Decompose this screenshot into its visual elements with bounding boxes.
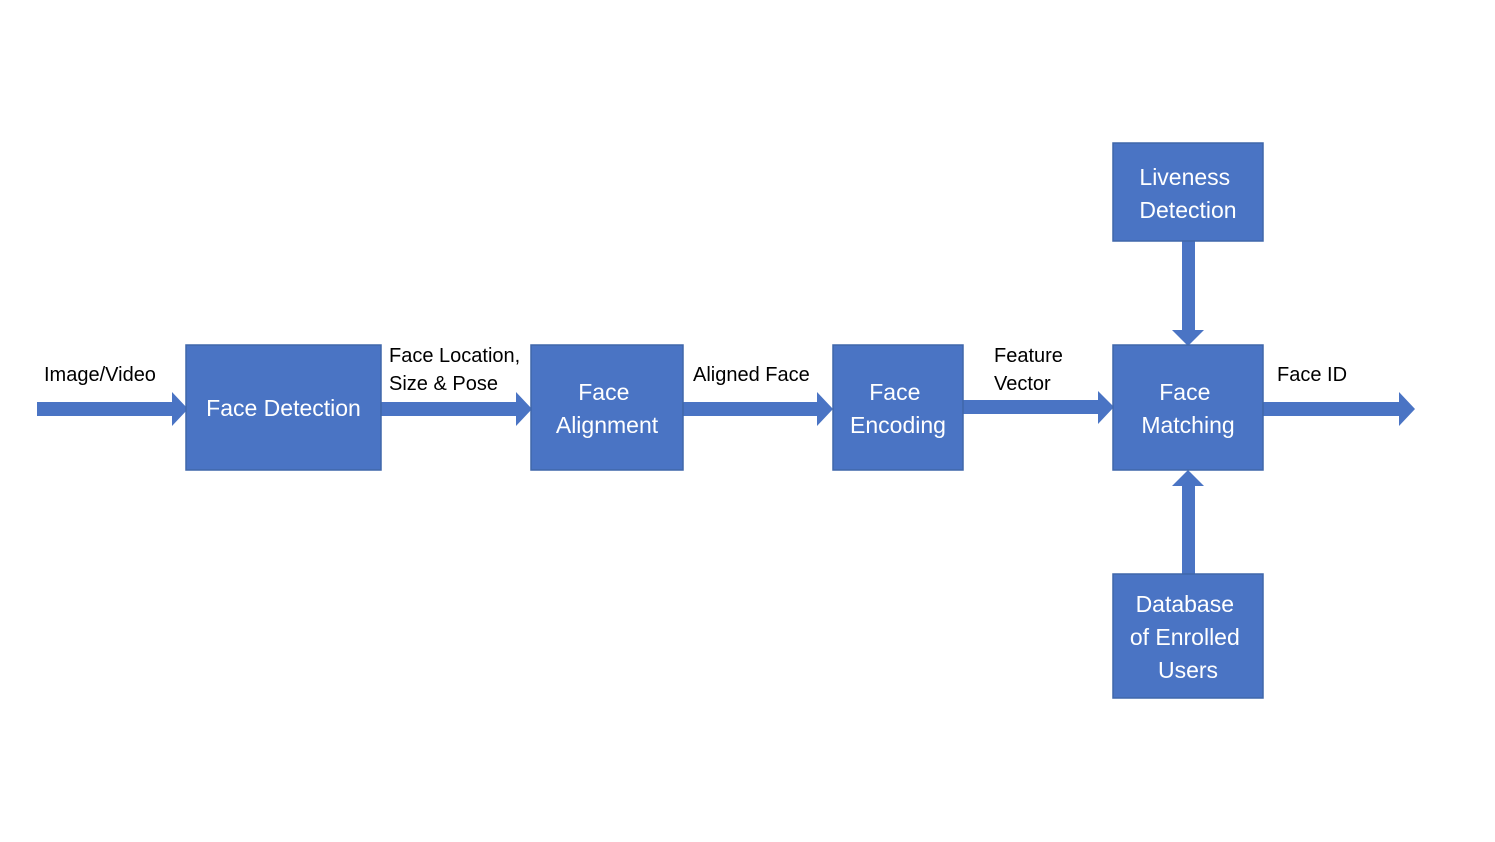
face-detection-label: Face Detection [206, 395, 361, 421]
face-location-size-pose-label: Face Location, Size & Pose [389, 345, 526, 395]
face-matching-label: Face Matching [1141, 379, 1234, 438]
alignment-to-encoding-arrow [683, 392, 833, 426]
face-alignment-label: Face Alignment [556, 379, 659, 438]
face-encoding-box: Face Encoding [832, 344, 964, 471]
face-matching-box: Face Matching [1112, 344, 1264, 471]
database-enrolled-users-box: Database of Enrolled Users [1112, 573, 1264, 699]
face-alignment-box: Face Alignment [530, 344, 684, 471]
liveness-to-matching-arrow [1172, 241, 1204, 346]
aligned-face-label: Aligned Face [693, 364, 810, 386]
liveness-detection-box: Liveness Detection [1112, 142, 1264, 242]
feature-vector-label: Feature Vector [994, 345, 1069, 395]
input-arrow [37, 392, 188, 426]
face-id-label: Face ID [1277, 364, 1347, 386]
detection-to-alignment-arrow [381, 392, 532, 426]
input-label: Image/Video [44, 364, 156, 386]
database-to-matching-arrow [1172, 470, 1204, 574]
face-detection-box: Face Detection [185, 344, 382, 471]
liveness-detection-label: Liveness Detection [1139, 164, 1236, 223]
output-arrow [1263, 392, 1415, 426]
database-enrolled-users-label: Database of Enrolled Users [1130, 591, 1246, 683]
face-encoding-label: Face Encoding [850, 379, 946, 438]
encoding-to-matching-arrow [963, 391, 1114, 424]
